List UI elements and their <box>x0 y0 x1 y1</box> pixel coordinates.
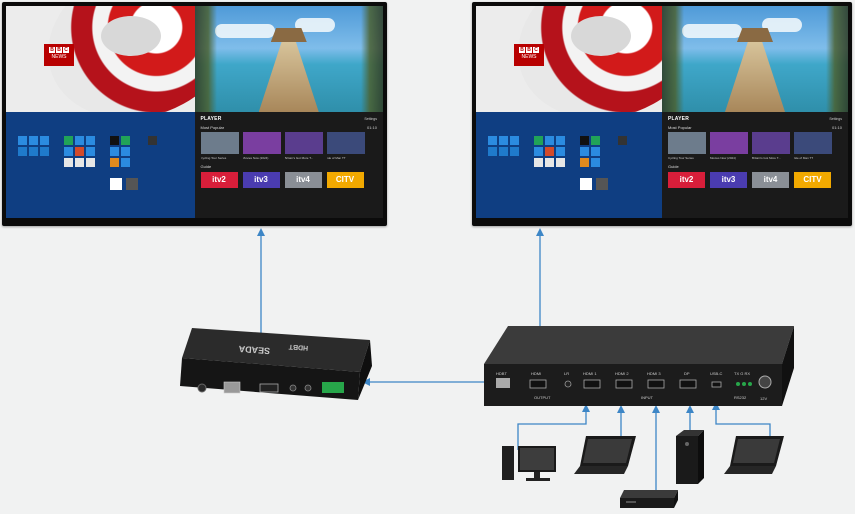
guide-label: Guide <box>668 164 679 169</box>
itv-settings-label: Settings <box>829 117 842 121</box>
laptop-icon <box>724 436 784 474</box>
thumbnail-caption: Cycling Tour Series <box>668 156 694 160</box>
thumbnail <box>242 132 281 154</box>
channel-itv3: itv3 <box>242 172 280 188</box>
itv-player-quadrant: PLAYER Settings 01:10 Most Popular Cycli… <box>194 112 383 218</box>
thumbnail-caption: Movies Now (2024) <box>242 156 269 160</box>
port-label-hdmi3: HDMI 3 <box>647 371 661 376</box>
itv-settings-label: Settings <box>364 117 377 121</box>
itv-player-header: PLAYER <box>200 116 222 122</box>
port-label-dp: DP <box>684 371 690 376</box>
thumbnail-caption: Cycling Tour Series <box>200 156 227 160</box>
thumbnail <box>326 132 365 154</box>
thumbnail-caption: Movies Now (2024) <box>710 156 736 160</box>
thumbnail <box>284 132 323 154</box>
itv-player-quadrant: PLAYER Settings 01:10 Most Popular Cycli… <box>662 112 848 218</box>
laptop-icon <box>574 436 636 474</box>
port-label-lr: LR <box>564 371 569 376</box>
input-label: INPUT <box>641 395 654 400</box>
beach-photo-quadrant <box>194 6 383 112</box>
most-popular-label: Most Popular <box>668 125 692 130</box>
channel-itv2: itv2 <box>668 172 705 188</box>
thumbnail-caption: Isle of Man TT <box>326 156 346 160</box>
thumbnail <box>794 132 832 154</box>
receiver-hdbt-logo: HDBT <box>288 343 309 351</box>
channel-itv3: itv3 <box>710 172 747 188</box>
bbc-news-text: NEWS <box>521 54 537 60</box>
thumbnail-caption: Britain's Got More T... <box>752 156 781 160</box>
most-popular-label: Most Popular <box>200 125 225 130</box>
hdbt-receiver: SEADA HDBT <box>180 328 372 400</box>
port-label-hdbt: HDBT <box>496 371 507 376</box>
channel-itv2: itv2 <box>200 172 238 188</box>
desktop-pc-icon <box>502 446 556 481</box>
thumbnail-caption: Isle of Man TT <box>794 156 814 160</box>
beach-photo-quadrant <box>662 6 848 112</box>
port-label-usbc: USB-C <box>710 371 723 376</box>
rs232-label: RS232 <box>734 395 747 400</box>
presentation-switcher: HDBT HDMI LR HDMI 1 HDMI 2 HDMI 3 DP USB… <box>484 326 794 406</box>
thumbnail <box>710 132 748 154</box>
port-label-12v: 12V <box>760 396 767 401</box>
output-label: OUTPUT <box>534 395 551 400</box>
bbc-news-text: NEWS <box>51 54 67 60</box>
link-desktop-to-hdmi1 <box>517 404 590 450</box>
windows-start-quadrant <box>6 112 195 218</box>
channel-itv4: itv4 <box>752 172 789 188</box>
link-laptop-to-usbc <box>712 402 771 436</box>
thumbnail <box>668 132 706 154</box>
thumbnail <box>200 132 239 154</box>
tower-pc-icon <box>676 430 704 484</box>
channel-citv: CITV <box>794 172 831 188</box>
media-player-icon <box>620 490 678 508</box>
guide-label: Guide <box>200 164 212 169</box>
channel-itv4: itv4 <box>284 172 322 188</box>
thumbnail-caption: Britain's Got More T... <box>284 156 314 160</box>
port-label-hdmi1: HDMI 1 <box>583 371 597 376</box>
receiver-brand: SEADA <box>238 344 271 356</box>
itv-player-header: PLAYER <box>668 116 690 122</box>
windows-start-quadrant <box>476 112 662 218</box>
thumbnail <box>752 132 790 154</box>
port-label-rs232-pins: TX G RX <box>734 371 750 376</box>
channel-citv: CITV <box>326 172 364 188</box>
port-label-hdmi2: HDMI 2 <box>615 371 629 376</box>
itv-time: 01:10 <box>831 125 842 130</box>
itv-time: 01:10 <box>366 125 377 130</box>
port-label-hdmi-out: HDMI <box>531 371 541 376</box>
